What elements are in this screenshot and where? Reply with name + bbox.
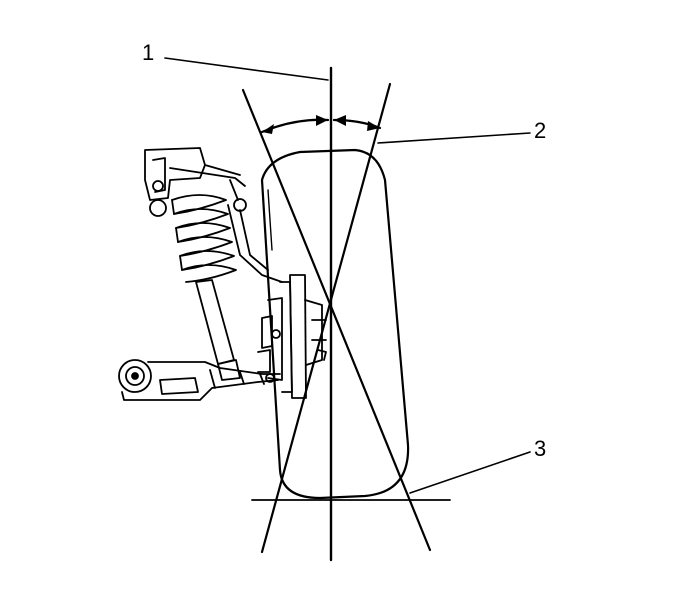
leader-line-2 [377, 132, 531, 144]
camber-arrowheads [262, 115, 380, 134]
hub-assembly [257, 274, 327, 399]
lower-control-arm [118, 359, 281, 401]
negative-camber-line [241, 88, 432, 552]
leader-line-1 [164, 57, 329, 81]
strut-assembly [144, 147, 283, 381]
callout-3: 3 [534, 436, 547, 461]
tire-inner-edge [267, 189, 273, 251]
positive-camber-line [260, 82, 392, 554]
callout-1: 1 [142, 40, 155, 65]
tire-outline [260, 148, 410, 500]
leader-line-3 [409, 451, 531, 494]
callout-2: 2 [534, 118, 547, 143]
